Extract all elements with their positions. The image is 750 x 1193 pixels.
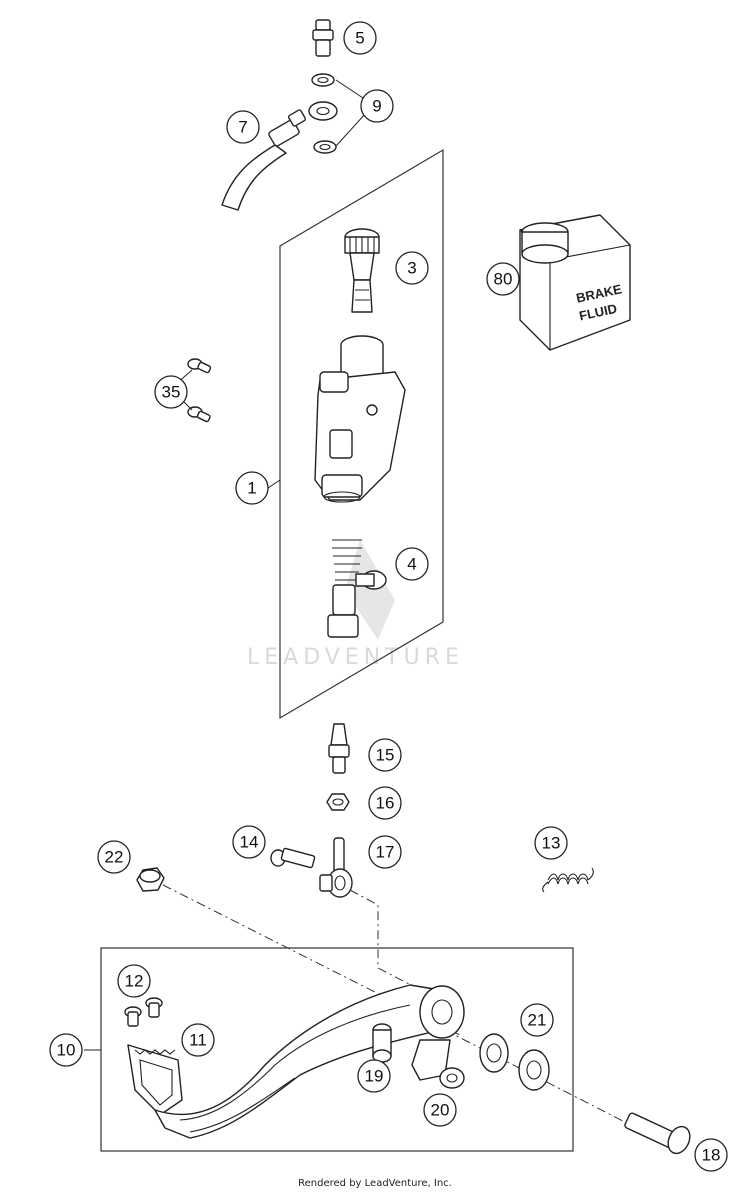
- bleed-nipple-part: [328, 723, 350, 774]
- svg-text:17: 17: [376, 843, 395, 862]
- callout-22: 22: [97, 840, 131, 874]
- brake-fluid-bottle-part: BRAKE FLUID: [519, 214, 631, 351]
- svg-text:11: 11: [189, 1031, 207, 1050]
- bushing-part: [136, 867, 165, 892]
- alignment-line: [162, 884, 461, 1036]
- callout-16: 16: [368, 786, 402, 820]
- master-cylinder-body-part: [314, 335, 406, 503]
- watermark-text: LEADVENTURE: [247, 645, 464, 670]
- svg-text:9: 9: [372, 97, 381, 116]
- pedal-pin-part: [372, 1023, 392, 1063]
- return-spring-part: [542, 867, 594, 893]
- brake-hose-part: [221, 101, 338, 211]
- svg-text:14: 14: [240, 833, 259, 852]
- brake-pedal-part: [154, 984, 465, 1139]
- washer-part: [439, 1067, 465, 1089]
- reservoir-part: [344, 228, 380, 313]
- callout-18: 18: [694, 1138, 728, 1172]
- callout-13: 13: [534, 826, 568, 860]
- push-rod-part: [319, 837, 353, 898]
- footpeg-screw-part: [124, 997, 163, 1027]
- pedal-tip-part: [127, 1044, 183, 1116]
- svg-text:13: 13: [542, 834, 561, 853]
- callout-19: 19: [357, 1059, 391, 1093]
- callout-5: 5: [343, 21, 377, 55]
- pivot-bolt-part: [624, 1112, 691, 1155]
- svg-text:12: 12: [125, 972, 144, 991]
- svg-text:1: 1: [247, 479, 256, 498]
- svg-text:19: 19: [365, 1067, 384, 1086]
- callout-9: 9: [360, 89, 394, 123]
- svg-text:80: 80: [494, 270, 513, 289]
- svg-text:18: 18: [702, 1146, 721, 1165]
- callout-15: 15: [368, 738, 402, 772]
- callout-80: 80: [486, 262, 520, 296]
- callout-17: 17: [368, 835, 402, 869]
- svg-text:7: 7: [238, 118, 247, 137]
- watermark-logo-icon: [345, 540, 395, 640]
- svg-text:4: 4: [407, 555, 416, 574]
- piston-kit-part: [327, 539, 387, 638]
- svg-text:3: 3: [407, 259, 416, 278]
- footer-credit: Rendered by LeadVenture, Inc.: [298, 1178, 452, 1189]
- banjo-bolt-part: [312, 19, 334, 57]
- svg-text:22: 22: [105, 848, 124, 867]
- svg-text:5: 5: [355, 29, 364, 48]
- bearing-part: [479, 1033, 550, 1091]
- nut-part: [326, 793, 350, 811]
- svg-text:20: 20: [431, 1101, 450, 1120]
- callout-7: 7: [226, 110, 260, 144]
- callout-12: 12: [117, 964, 151, 998]
- callout-1: 1: [235, 471, 269, 505]
- alignment-line: [349, 889, 441, 1001]
- callout-11: 11: [181, 1023, 215, 1057]
- callout-20: 20: [423, 1093, 457, 1127]
- svg-text:10: 10: [57, 1041, 76, 1060]
- svg-text:21: 21: [528, 1011, 547, 1030]
- callout-4: 4: [395, 547, 429, 581]
- callout-35: 35: [154, 375, 188, 409]
- callout-3: 3: [395, 251, 429, 285]
- callout-14: 14: [232, 825, 266, 859]
- svg-text:16: 16: [376, 794, 395, 813]
- svg-text:15: 15: [376, 746, 395, 765]
- seal-washer-part: [311, 73, 337, 154]
- callout-10: 10: [49, 1033, 83, 1067]
- master-cylinder-kit-frame: [279, 148, 444, 720]
- screw-part: [187, 358, 212, 423]
- svg-text:35: 35: [162, 383, 181, 402]
- pedal-bolt-part: [270, 847, 316, 869]
- callout-21: 21: [520, 1003, 554, 1037]
